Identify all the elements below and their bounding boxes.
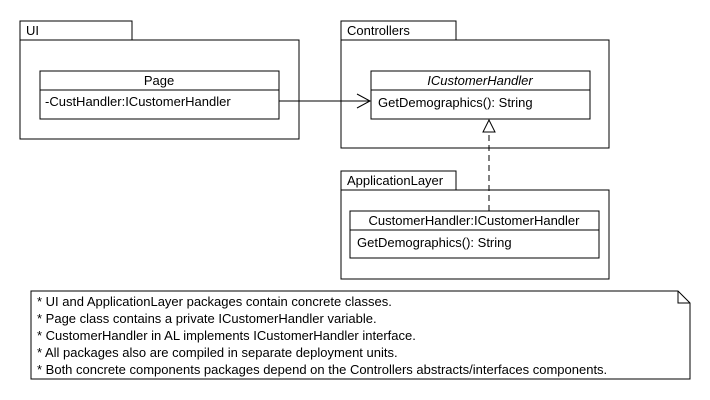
package-application-layer-name: ApplicationLayer bbox=[347, 173, 444, 188]
note-line: * CustomerHandler in AL implements ICust… bbox=[37, 328, 416, 343]
class-page-box bbox=[39, 70, 280, 120]
class-page[interactable]: Page -CustHandler:ICustomerHandler bbox=[39, 70, 280, 120]
class-customer-handler-box bbox=[349, 210, 600, 259]
class-icustomer-handler[interactable]: ICustomerHandler GetDemographics(): Stri… bbox=[370, 70, 591, 120]
package-controllers-name: Controllers bbox=[347, 23, 410, 38]
class-icustomer-handler-box bbox=[370, 70, 591, 120]
note-box bbox=[30, 290, 691, 380]
note[interactable]: * UI and ApplicationLayer packages conta… bbox=[30, 290, 691, 380]
class-page-attribute: -CustHandler:ICustomerHandler bbox=[45, 94, 231, 109]
class-icustomer-handler-name: ICustomerHandler bbox=[427, 73, 533, 88]
class-customer-handler-name: CustomerHandler:ICustomerHandler bbox=[369, 213, 581, 228]
note-line: * Page class contains a private ICustome… bbox=[37, 311, 377, 326]
association-arrow-page-to-icustomer-handler bbox=[279, 93, 372, 109]
package-ui-name: UI bbox=[26, 23, 39, 38]
note-line: * All packages also are compiled in sepa… bbox=[37, 345, 398, 360]
association-arrowhead bbox=[356, 93, 372, 109]
note-folded-corner bbox=[677, 291, 690, 304]
note-line: * UI and ApplicationLayer packages conta… bbox=[37, 294, 392, 309]
note-line: * Both concrete components packages depe… bbox=[37, 362, 607, 377]
class-page-name: Page bbox=[144, 73, 174, 88]
class-icustomer-handler-operation: GetDemographics(): String bbox=[378, 95, 533, 110]
realization-arrowhead bbox=[482, 118, 496, 133]
class-customer-handler[interactable]: CustomerHandler:ICustomerHandler GetDemo… bbox=[349, 210, 600, 259]
realization-arrow-customer-handler-to-icustomer-handler bbox=[482, 118, 496, 211]
class-customer-handler-operation: GetDemographics(): String bbox=[357, 235, 512, 250]
